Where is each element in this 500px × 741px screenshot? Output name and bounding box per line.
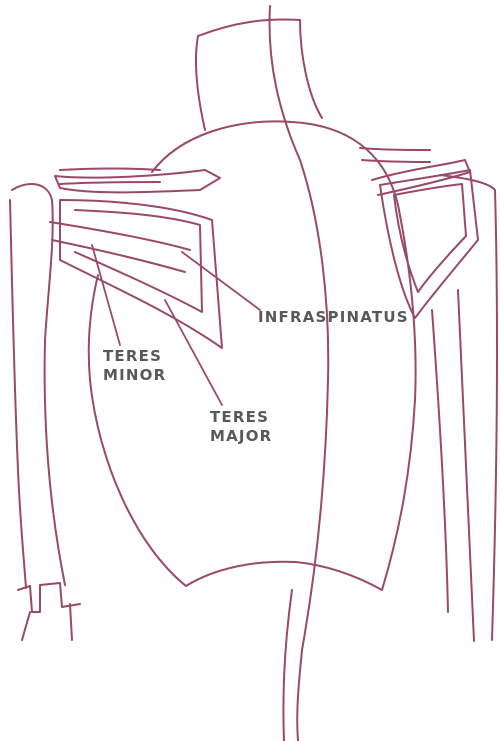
- spine-line: [270, 6, 329, 741]
- pointer-teres-minor: [92, 245, 120, 345]
- left-scapula-blade: [60, 200, 222, 348]
- label-teres-major: TERES MAJOR: [210, 408, 272, 446]
- label-teres-minor-line2: MINOR: [103, 366, 166, 385]
- label-teres-major-line1: TERES: [210, 408, 272, 427]
- spine-line-lower: [283, 590, 292, 741]
- label-teres-minor: TERES MINOR: [103, 347, 166, 385]
- label-infraspinatus: INFRASPINATUS: [258, 308, 409, 327]
- pointer-infraspinatus: [182, 252, 260, 310]
- label-teres-minor-line1: TERES: [103, 347, 166, 366]
- label-infraspinatus-text: INFRASPINATUS: [258, 308, 409, 327]
- right-humerus: [432, 175, 497, 641]
- pointer-teres-major: [165, 300, 222, 405]
- left-forearm-ends: [18, 583, 80, 640]
- neck-outline: [196, 20, 322, 130]
- right-clavicle: [360, 148, 430, 162]
- left-humerus: [10, 184, 65, 588]
- label-teres-major-line2: MAJOR: [210, 427, 272, 446]
